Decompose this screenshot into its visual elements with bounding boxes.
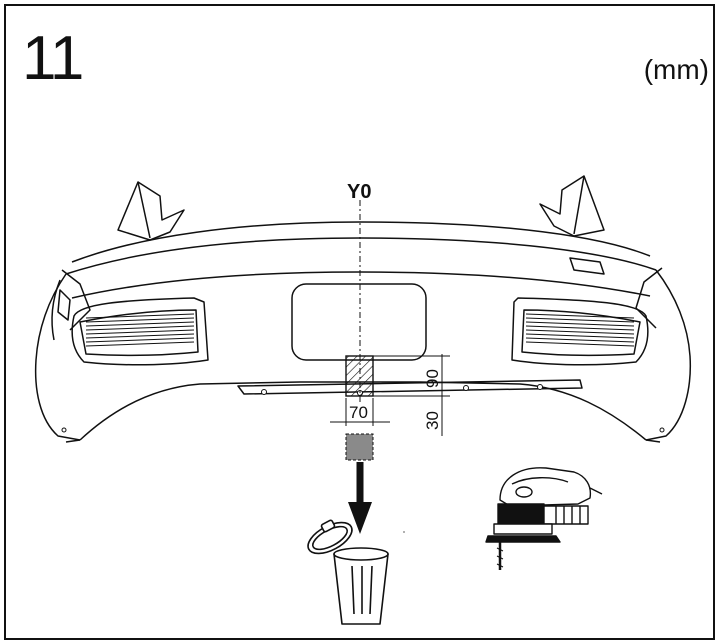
dimension-lines	[330, 354, 450, 436]
removed-piece	[345, 433, 374, 461]
left-reflector-slats	[85, 313, 195, 347]
jigsaw-tool-icon	[485, 467, 603, 570]
dimension-width-label: 70	[349, 403, 368, 422]
step-number: 11	[22, 24, 84, 93]
bumper-outline	[34, 175, 692, 443]
trash-bin-icon	[307, 519, 389, 625]
unit-label: (mm)	[643, 54, 709, 85]
dimension-height-label: 90	[423, 369, 442, 388]
down-arrow-icon	[348, 462, 372, 534]
center-line-label: Y0	[347, 181, 371, 203]
cut-area	[345, 355, 374, 397]
right-reflector-slats	[525, 313, 635, 347]
dimension-offset-label: 30	[423, 411, 442, 430]
